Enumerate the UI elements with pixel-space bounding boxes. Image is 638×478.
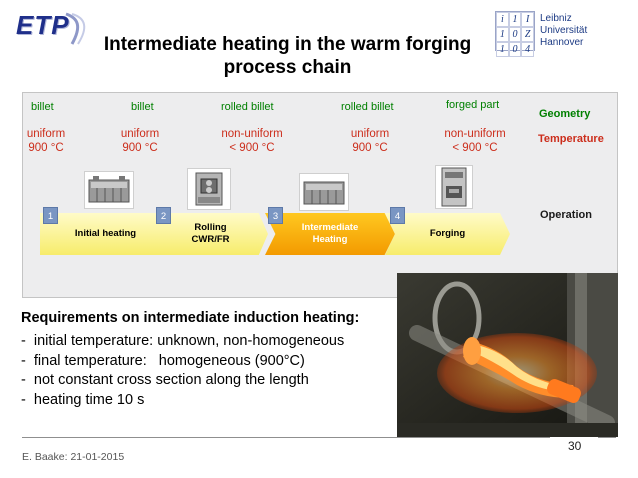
process-step-text: Intermediate	[301, 222, 359, 233]
logo-glyph: i	[496, 12, 509, 27]
logo-glyph: 1	[496, 42, 509, 57]
step-number-badge: 3	[268, 207, 283, 224]
geometry-label: billet	[31, 101, 54, 113]
geometry-label: rolled billet	[221, 101, 274, 113]
university-name: Leibniz Universität Hannover	[540, 13, 587, 49]
etp-logo-text: ETP	[16, 10, 70, 40]
temperature-label: uniform 900 °C	[110, 127, 170, 155]
temperature-line: 900 °C	[122, 142, 158, 154]
process-step-label: Forging	[385, 213, 510, 255]
temperature-label: uniform 900 °C	[16, 127, 76, 155]
logo-glyph: 0	[508, 42, 522, 57]
geometry-label: billet	[131, 101, 154, 113]
temperature-label: non-uniform < 900 °C	[212, 127, 292, 155]
temperature-line: uniform	[350, 128, 390, 140]
process-step-text: Rolling	[194, 222, 227, 233]
step-number-badge: 2	[156, 207, 171, 224]
forging-press-icon	[435, 165, 473, 209]
logo-glyph: Z	[521, 27, 534, 42]
process-step-label: Initial heating	[40, 213, 165, 255]
slide-title: Intermediate heating in the warm forging…	[90, 33, 485, 79]
temperature-label: uniform 900 °C	[340, 127, 400, 155]
induction-heater-icon	[299, 173, 349, 211]
geometry-row-label: Geometry	[539, 108, 591, 120]
furnace-icon	[84, 171, 134, 209]
operation-row-label: Operation	[540, 209, 592, 221]
temperature-line: uniform	[120, 128, 160, 140]
induction-heating-photo	[397, 273, 618, 437]
footer-divider	[22, 437, 550, 438]
logo-glyph: 1	[496, 27, 509, 42]
process-step-text: Initial heating	[74, 228, 137, 239]
logo-glyph: 1	[508, 12, 522, 27]
logo-glyph: 0	[508, 27, 522, 42]
requirements-title: Requirements on intermediate induction h…	[21, 310, 360, 326]
temperature-row-label: Temperature	[538, 133, 604, 145]
temperature-line: < 900 °C	[229, 142, 275, 154]
process-step-text: Forging	[429, 228, 466, 239]
page-number: 30	[568, 439, 582, 453]
process-step-forging: Forging	[385, 213, 510, 255]
logo-glyph: I	[521, 12, 534, 27]
list-item: - not constant cross section along the l…	[21, 372, 309, 388]
process-step-initial-heating: Initial heating	[40, 213, 165, 255]
temperature-label: non-uniform < 900 °C	[435, 127, 515, 155]
university-name-line: Hannover	[540, 37, 584, 48]
footer-divider	[598, 437, 616, 438]
temperature-line: uniform	[26, 128, 66, 140]
university-name-line: Leibniz	[540, 13, 572, 24]
rolling-mill-icon	[187, 168, 231, 210]
temperature-line: < 900 °C	[452, 142, 498, 154]
temperature-line: 900 °C	[352, 142, 388, 154]
footer-author-date: E. Baake: 21-01-2015	[22, 451, 125, 463]
logo-glyph: 4	[521, 42, 534, 57]
process-step-text: Heating	[312, 234, 348, 245]
university-name-line: Universität	[540, 25, 588, 36]
temperature-line: non-uniform	[444, 128, 506, 140]
step-number-badge: 1	[43, 207, 58, 224]
temperature-line: 900 °C	[28, 142, 64, 154]
temperature-line: non-uniform	[221, 128, 283, 140]
list-item: - initial temperature: unknown, non-homo…	[21, 333, 345, 349]
geometry-label: forged part	[446, 99, 500, 111]
requirements-list: - initial temperature: unknown, non-homo…	[21, 332, 344, 410]
geometry-label: rolled billet	[341, 101, 394, 113]
step-number-badge: 4	[390, 207, 405, 224]
slide-title-line2: process chain	[223, 57, 352, 78]
list-item: - final temperature: homogeneous (900°C)	[21, 352, 305, 369]
etp-swoosh-icon	[65, 12, 86, 45]
list-item: - heating time 10 s	[21, 391, 145, 408]
university-logo-mark: i 1 I 1 0 Z 1 0 4	[495, 11, 535, 57]
university-logo: i 1 I 1 0 Z 1 0 4 Leibniz Universität Ha…	[495, 11, 621, 57]
process-step-text: CWR/FR	[191, 234, 230, 245]
slide-title-line1: Intermediate heating in the warm forging	[103, 34, 472, 55]
